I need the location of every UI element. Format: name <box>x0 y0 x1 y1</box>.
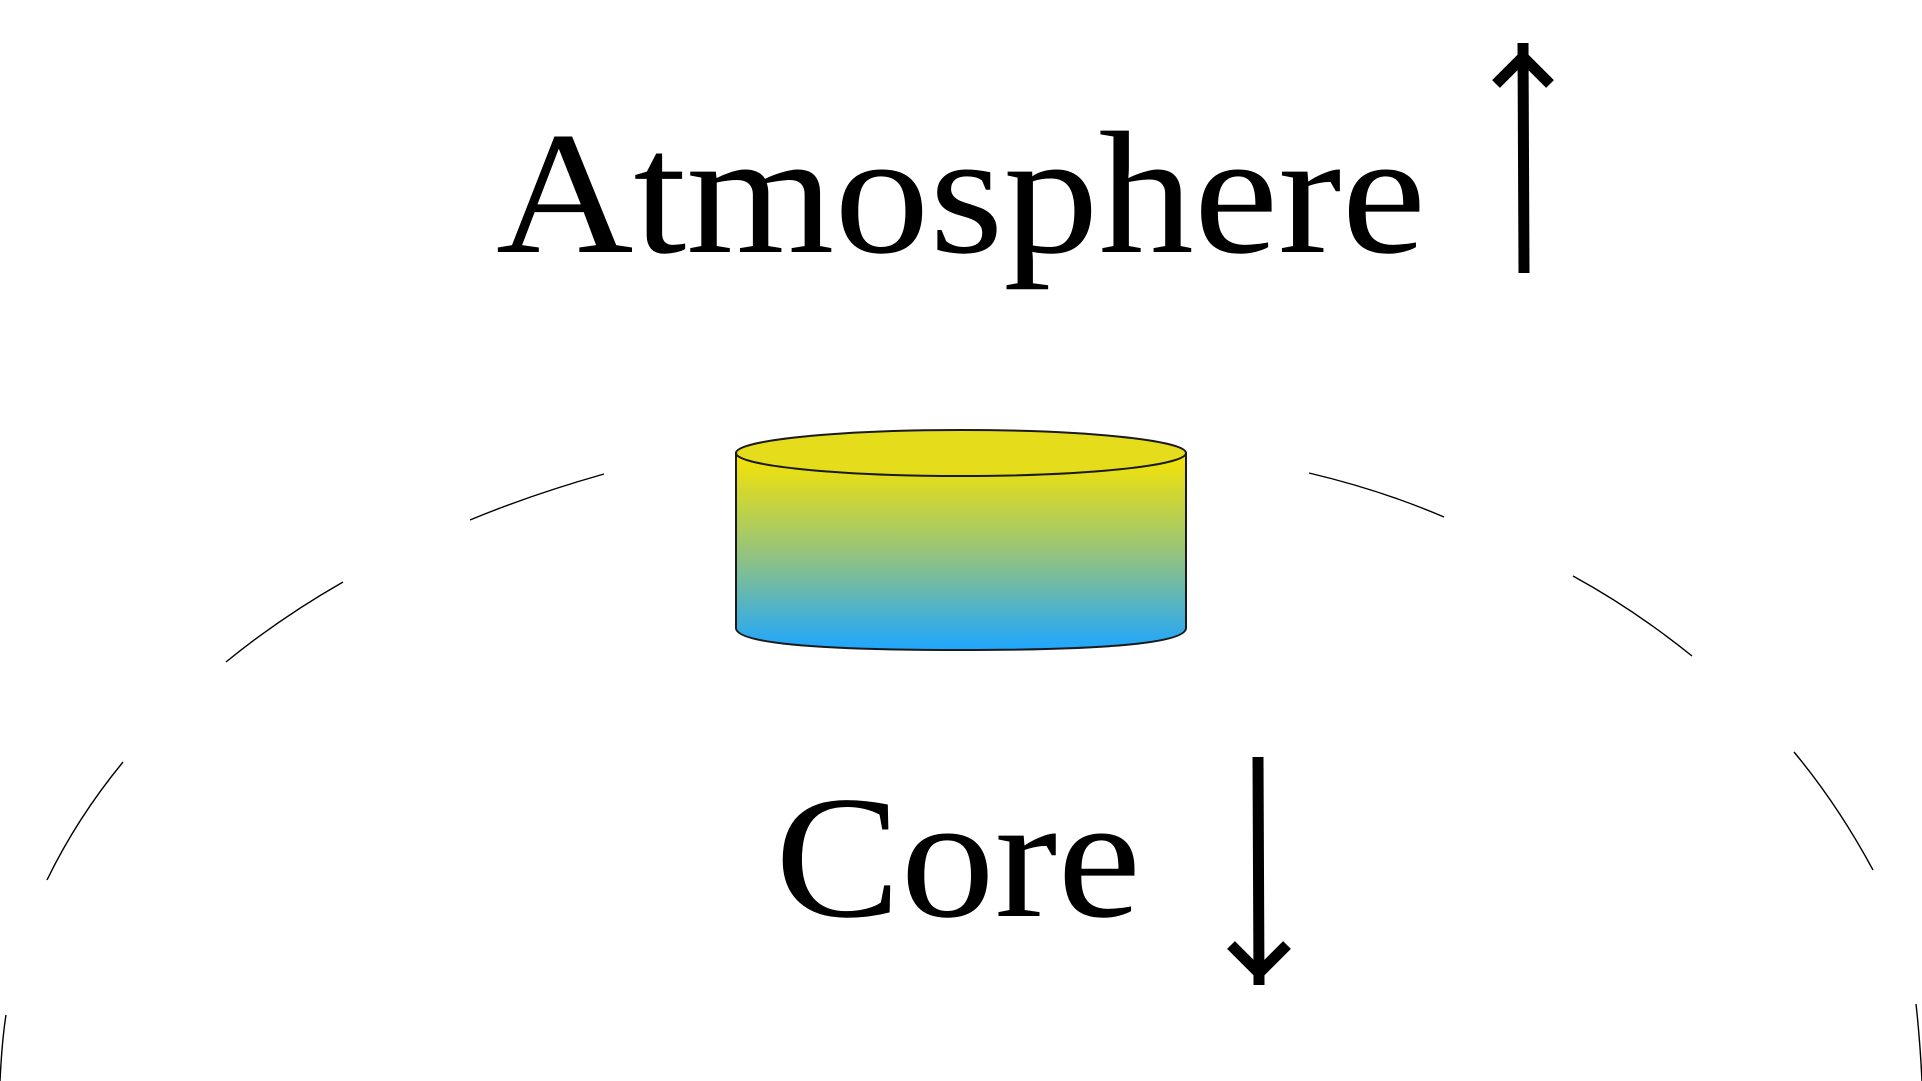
arrow-up-icon <box>1492 42 1554 274</box>
cylinder-body <box>735 452 1187 652</box>
cylinder-sample <box>735 429 1187 652</box>
arc-inner-left-1 <box>469 473 605 521</box>
arrow-down-icon <box>1227 756 1291 986</box>
layer-arcs <box>0 472 1922 1081</box>
arc-inner-right-3 <box>1793 751 1874 871</box>
arc-inner-left-4 <box>0 1014 7 1081</box>
arc-inner-left-3 <box>46 761 124 881</box>
atmosphere-label: Atmosphere <box>496 96 1426 290</box>
core-label: Core <box>775 760 1141 954</box>
arc-inner-right-1 <box>1308 472 1445 518</box>
arc-inner-right-4 <box>1915 1003 1922 1081</box>
arc-inner-right-2 <box>1572 575 1693 657</box>
cylinder-top <box>735 429 1187 477</box>
arc-inner-left-2 <box>225 581 344 663</box>
